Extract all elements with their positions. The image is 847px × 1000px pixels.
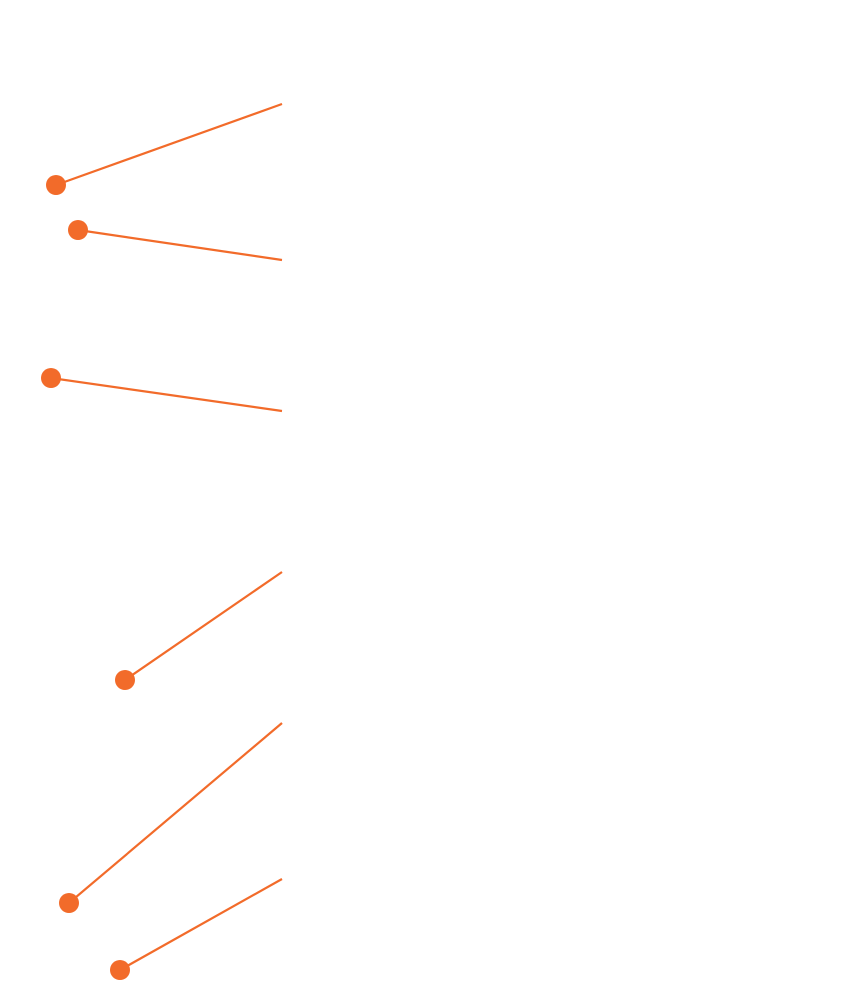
anchor-dot-4 [115, 670, 135, 690]
anchor-dot-6 [110, 960, 130, 980]
leader-line-2 [77, 228, 283, 262]
anchor-dot-2 [68, 220, 88, 240]
leader-line-6 [119, 878, 283, 971]
callout-1 [46, 102, 283, 195]
anchor-dot-3 [41, 368, 61, 388]
anchor-dot-1 [46, 175, 66, 195]
callout-5 [59, 722, 283, 913]
leader-line-5 [68, 722, 283, 904]
callout-2 [68, 220, 283, 262]
anchor-dot-5 [59, 893, 79, 913]
callout-4 [115, 571, 283, 690]
leader-line-4 [124, 571, 283, 681]
leader-line-3 [50, 376, 283, 413]
leader-line-1 [55, 102, 283, 187]
callout-6 [110, 878, 283, 980]
callout-3 [41, 368, 283, 413]
